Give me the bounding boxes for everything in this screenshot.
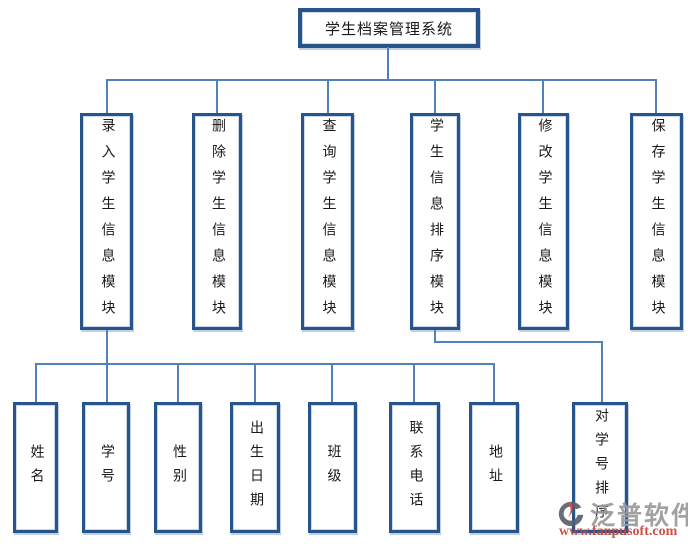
connector-drop-field-address bbox=[493, 363, 495, 403]
watermark-brand-text: 泛普软件 bbox=[590, 502, 688, 530]
field-node-sort-by-id-label: 对学号排序 bbox=[593, 407, 608, 528]
connector-drop-field-phone bbox=[413, 363, 415, 403]
field-node-name: 姓名 bbox=[13, 402, 58, 533]
connector-drop-field-birthdate bbox=[254, 363, 256, 403]
connector-module4-stem bbox=[434, 330, 436, 343]
connector-module4-horizontal bbox=[434, 341, 603, 343]
watermark-url-text: www.fanpusoft.com bbox=[559, 524, 678, 539]
module-node-query: 查询学生信息模块 bbox=[301, 113, 354, 330]
connector-drop-module-4 bbox=[434, 79, 436, 115]
module-node-sort: 学生信息排序模块 bbox=[410, 113, 460, 330]
field-node-phone-label: 联系电话 bbox=[407, 419, 423, 516]
module-node-input: 录入学生信息模块 bbox=[80, 113, 133, 330]
module-node-modify-label: 修改学生信息模块 bbox=[536, 117, 552, 326]
field-node-class-label: 班级 bbox=[325, 443, 341, 492]
field-node-address-label: 地址 bbox=[487, 443, 502, 492]
module-node-sort-label: 学生信息排序模块 bbox=[428, 117, 443, 326]
field-node-student-id-label: 学号 bbox=[99, 443, 114, 492]
connector-top-bus bbox=[106, 79, 657, 81]
field-node-birthdate: 出生日期 bbox=[230, 402, 280, 533]
field-node-student-id: 学号 bbox=[82, 402, 130, 533]
field-node-gender-label: 性别 bbox=[171, 443, 186, 492]
connector-drop-module-2 bbox=[216, 79, 218, 115]
connector-field-bus bbox=[35, 363, 495, 365]
connector-drop-field-name bbox=[35, 363, 37, 403]
connector-drop-field-gender bbox=[177, 363, 179, 403]
connector-root-stem bbox=[387, 47, 389, 80]
module-node-input-label: 录入学生信息模块 bbox=[99, 117, 115, 326]
field-node-birthdate-label: 出生日期 bbox=[248, 419, 263, 516]
root-node-system: 学生档案管理系统 bbox=[298, 8, 480, 48]
connector-module1-stem bbox=[106, 330, 108, 364]
field-node-class: 班级 bbox=[308, 402, 357, 533]
connector-drop-module-3 bbox=[327, 79, 329, 115]
connector-drop-module-5 bbox=[542, 79, 544, 115]
connector-drop-field-sort bbox=[601, 341, 603, 403]
module-node-save: 保存学生信息模块 bbox=[630, 113, 683, 330]
field-node-name-label: 姓名 bbox=[28, 443, 44, 492]
connector-drop-field-student-id bbox=[106, 363, 108, 403]
connector-drop-module-1 bbox=[106, 79, 108, 115]
connector-drop-module-6 bbox=[655, 79, 657, 115]
module-node-delete: 删除学生信息模块 bbox=[192, 113, 242, 330]
root-node-label: 学生档案管理系统 bbox=[324, 21, 453, 38]
field-node-phone: 联系电话 bbox=[389, 402, 440, 533]
field-node-sort-by-id: 对学号排序 bbox=[572, 402, 628, 533]
module-node-delete-label: 删除学生信息模块 bbox=[210, 117, 225, 326]
field-node-address: 地址 bbox=[469, 402, 519, 533]
fanpu-logo-icon bbox=[558, 501, 584, 527]
module-node-modify: 修改学生信息模块 bbox=[518, 113, 569, 330]
module-node-save-label: 保存学生信息模块 bbox=[649, 117, 665, 326]
field-node-gender: 性别 bbox=[154, 402, 202, 533]
connector-drop-field-class bbox=[331, 363, 333, 403]
module-node-query-label: 查询学生信息模块 bbox=[320, 117, 336, 326]
